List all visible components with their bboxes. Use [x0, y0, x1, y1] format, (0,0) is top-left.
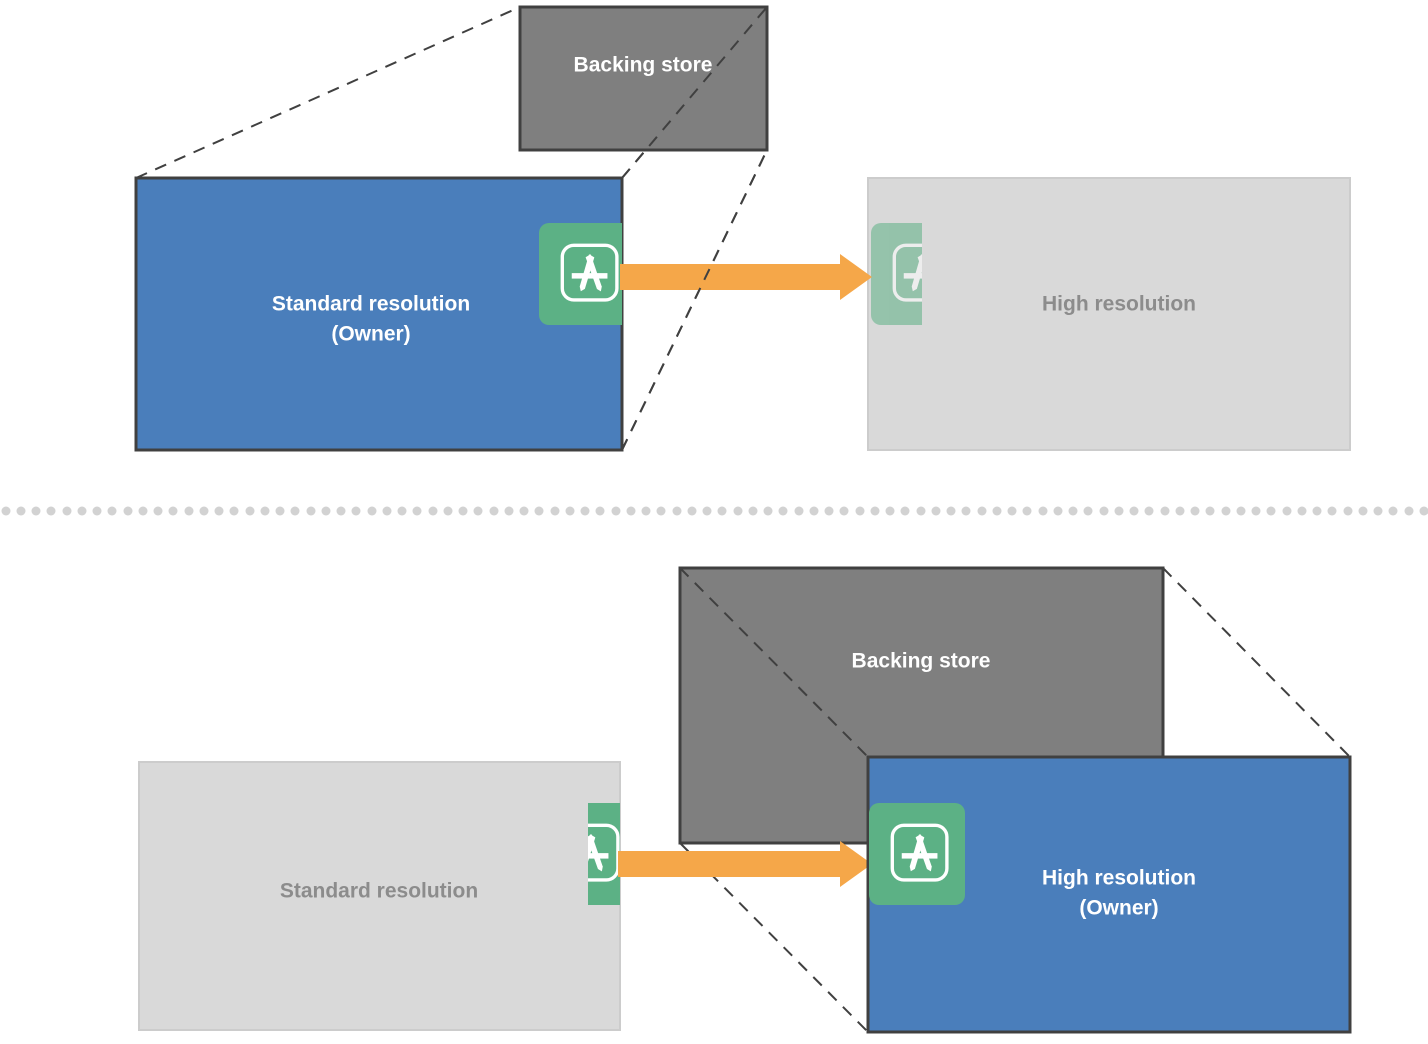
backing-store-top: Backing store [518, 5, 769, 152]
standard-resolution-box [138, 761, 621, 1031]
projection-line-overlay [621, 6, 768, 179]
standard-resolution-label-line1: Standard resolution [272, 293, 470, 316]
projection-line [135, 6, 521, 179]
app-store-icon-target-ghost [871, 223, 922, 325]
projection-line [1162, 567, 1351, 758]
high-resolution-label-line1: High resolution [1042, 867, 1196, 890]
copy-arrow-high-to-standard [618, 841, 872, 887]
high-resolution-label-line2: (Owner) [1079, 897, 1158, 920]
high-resolution-inactive-top [867, 177, 1351, 451]
app-store-icon-source-top [539, 223, 622, 325]
projection-line-over-backing-store [679, 567, 869, 758]
standard-resolution-label: Standard resolution [280, 880, 478, 903]
arrow-body [620, 254, 872, 300]
dotted-divider [1, 506, 1428, 516]
backing-store-label: Backing store [852, 650, 991, 673]
projection-lines-top-lower [621, 149, 768, 451]
backing-store-label: Backing store [574, 54, 713, 77]
high-resolution-label: High resolution [1042, 293, 1196, 316]
standard-resolution-label-line2: (Owner) [331, 323, 410, 346]
projection-line-overlay [679, 567, 869, 758]
scenario-high-owner: Standard resolution Backing s [138, 566, 1352, 1034]
standard-resolution-inactive-bottom: Standard resolution [138, 761, 621, 1031]
arrow-body [618, 841, 872, 887]
scenario-standard-owner: Backing store High resolution [134, 5, 1351, 452]
high-resolution-box [867, 177, 1351, 451]
app-store-icon-target-bottom [869, 803, 965, 905]
backing-store-box [518, 5, 769, 152]
app-store-icon-source-bottom [588, 803, 620, 905]
projection-lines-top-front [621, 6, 768, 179]
projection-line-overlay [621, 149, 768, 451]
copy-arrow-standard-to-high [620, 254, 872, 300]
